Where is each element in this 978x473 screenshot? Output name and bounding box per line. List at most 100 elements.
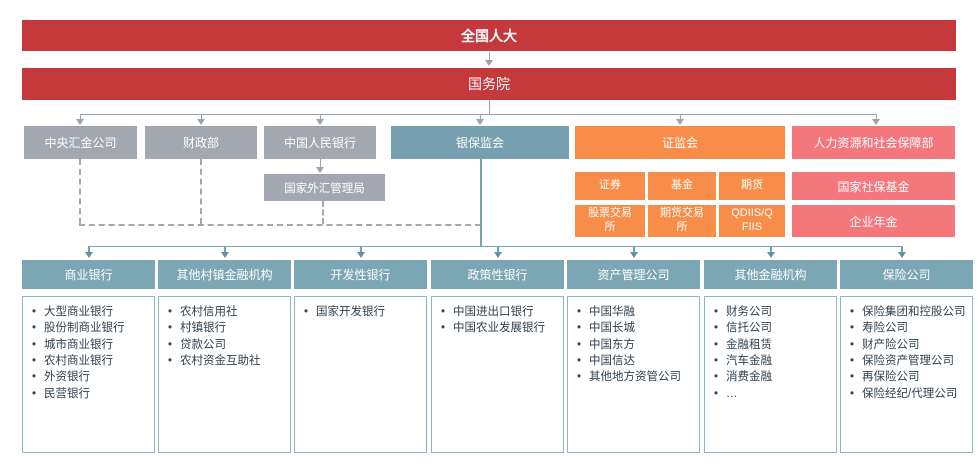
connector-stub [497, 246, 499, 253]
regulator-label: 中国人民银行 [283, 136, 356, 150]
connector-stub [901, 246, 903, 253]
arrow-down-icon [197, 119, 205, 125]
arrow-down-icon [872, 119, 880, 125]
regulator-label: 财政部 [182, 136, 219, 150]
list-item: 农村信用社 [163, 304, 286, 321]
safe-label: 国家外汇管理局 [284, 182, 365, 195]
list-item: 消费金融 [709, 369, 832, 386]
list-item: 金融租赁 [709, 337, 832, 354]
connector-stub [633, 246, 635, 253]
category-label: 其他金融机构 [734, 268, 807, 282]
safe-box: 国家外汇管理局 [264, 174, 385, 201]
dashed-connector-huijin [79, 159, 81, 224]
connector-stub [88, 246, 90, 253]
list-item: 贷款公司 [163, 337, 286, 354]
npc-bar: 全国人大 [22, 20, 956, 51]
list-item: 信托公司 [709, 320, 832, 337]
mohrss-child-ssf: 国家社保基金 [792, 172, 955, 200]
category-development-banks: 开发性银行 [294, 260, 427, 289]
csrc-child-futures-exchange: 期货交易所 [648, 205, 716, 237]
connector-stub [480, 114, 481, 119]
connector-stub [80, 114, 81, 119]
panel-commercial-banks: 大型商业银行 股份制商业银行 城市商业银行 农村商业银行 外资银行 民营银行 [22, 296, 155, 453]
arrow-down-icon [357, 252, 365, 258]
arrow-down-icon [316, 119, 324, 125]
dashed-connector-mof [200, 159, 202, 224]
regulator-label: 证监会 [661, 136, 698, 150]
state-council-label: 国务院 [468, 76, 510, 92]
category-label: 开发性银行 [330, 268, 391, 282]
connector-sc-stub [489, 100, 490, 114]
list-item: 农村资金互助社 [163, 353, 286, 370]
connector-stub [680, 114, 681, 119]
connector-stub [876, 114, 877, 119]
category-asset-management: 资产管理公司 [567, 260, 700, 289]
item-list: 财务公司 信托公司 金融租赁 汽车金融 消费金融 … [709, 304, 832, 402]
regulator-csrc: 证监会 [575, 126, 785, 159]
connector-cbirc-down [480, 159, 482, 247]
category-label: 其他村镇金融机构 [176, 268, 273, 282]
panel-insurance: 保险集团和控股公司 寿险公司 财产险公司 保险资产管理公司 再保险公司 保险经纪… [840, 296, 973, 453]
list-item: 中国东方 [572, 337, 695, 354]
arrow-down-icon [898, 252, 906, 258]
csrc-child-funds: 基金 [648, 172, 716, 200]
csrc-child-label: QDIIS/QFIIS [731, 207, 773, 233]
regulator-mohrss: 人力资源和社会保障部 [792, 126, 955, 159]
list-item: 中国长城 [572, 320, 695, 337]
list-item: 汽车金融 [709, 353, 832, 370]
npc-label: 全国人大 [461, 27, 517, 44]
csrc-child-label: 基金 [671, 179, 693, 192]
connector-stub [224, 246, 226, 253]
regulator-pboc: 中国人民银行 [264, 126, 376, 159]
category-commercial-banks: 商业银行 [22, 260, 155, 289]
list-item: 农村商业银行 [27, 353, 150, 370]
item-list: 中国进出口银行 中国农业发展银行 [436, 304, 559, 337]
mohrss-child-label: 国家社保基金 [837, 179, 910, 194]
connector-regulators-rail [80, 114, 876, 115]
arrow-down-icon [476, 119, 484, 125]
item-list: 国家开发银行 [299, 304, 422, 321]
list-item: 保险资产管理公司 [845, 353, 968, 370]
panel-asset-management: 中国华融 中国长城 中国东方 中国信达 其他地方资管公司 [567, 296, 700, 453]
arrow-down-icon [494, 252, 502, 258]
connector-npc-sc [489, 52, 490, 61]
list-item: 中国信达 [572, 353, 695, 370]
regulator-huijin: 中央汇金公司 [24, 126, 137, 159]
connector-category-rail [88, 246, 903, 247]
list-item: 其他地方资管公司 [572, 369, 695, 386]
category-label: 资产管理公司 [597, 268, 670, 282]
arrow-down-icon [221, 252, 229, 258]
csrc-child-label: 期货 [741, 179, 763, 192]
csrc-child-label: 期货交易所 [660, 207, 704, 233]
regulator-label: 银保监会 [455, 136, 504, 150]
list-item: 民营银行 [27, 386, 150, 403]
regulator-cbirc: 银保监会 [391, 126, 569, 159]
list-item: 村镇银行 [163, 320, 286, 337]
mohrss-child-label: 企业年金 [849, 214, 898, 229]
regulator-label: 人力资源和社会保障部 [813, 136, 934, 150]
csrc-child-qdiis-qfiis: QDIIS/QFIIS [719, 205, 785, 237]
csrc-child-label: 证券 [599, 179, 621, 192]
list-item: 保险集团和控股公司 [845, 304, 968, 321]
list-item: 城市商业银行 [27, 337, 150, 354]
category-other-financial: 其他金融机构 [704, 260, 837, 289]
panel-rural-institutions: 农村信用社 村镇银行 贷款公司 农村资金互助社 [158, 296, 291, 453]
category-rural-institutions: 其他村镇金融机构 [158, 260, 291, 289]
mohrss-child-annuity: 企业年金 [792, 205, 955, 237]
regulator-mof: 财政部 [145, 126, 257, 159]
list-item: 国家开发银行 [299, 304, 422, 321]
list-item: 中国农业发展银行 [436, 320, 559, 337]
csrc-child-futures: 期货 [719, 172, 785, 200]
arrow-down-icon [630, 252, 638, 258]
connector-pboc-safe [320, 159, 321, 168]
category-policy-banks: 政策性银行 [431, 260, 564, 289]
item-list: 中国华融 中国长城 中国东方 中国信达 其他地方资管公司 [572, 304, 695, 386]
list-item: 保险经纪/代理公司 [845, 386, 968, 403]
dashed-connector-safe [322, 201, 324, 224]
list-item: 财产险公司 [845, 337, 968, 354]
item-list: 农村信用社 村镇银行 贷款公司 农村资金互助社 [163, 304, 286, 370]
arrow-down-icon [85, 252, 93, 258]
arrow-down-icon [767, 252, 775, 258]
list-item: 大型商业银行 [27, 304, 150, 321]
